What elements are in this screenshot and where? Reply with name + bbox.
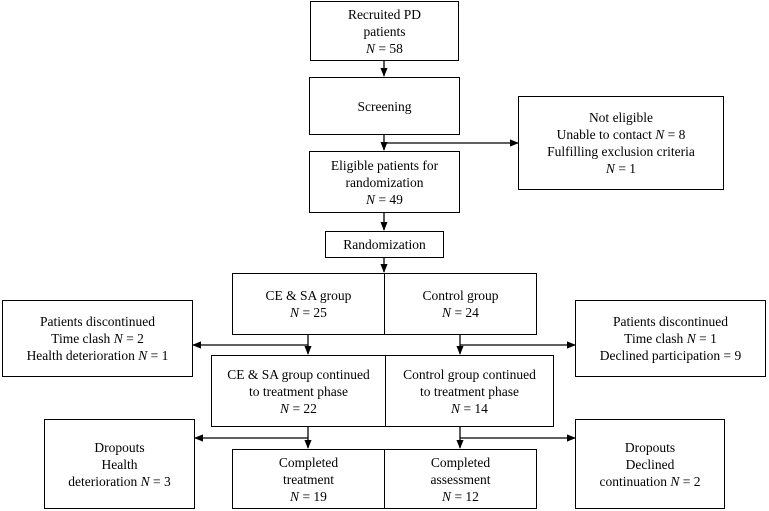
left-dropouts-box: Dropouts Health deterioration N = 3 bbox=[44, 419, 195, 509]
cesa-continued-line2: to treatment phase bbox=[249, 383, 348, 399]
not-eligible-exclusion: Fulfilling exclusion criteria bbox=[547, 144, 695, 159]
left-discontinued-title: Patients discontinued bbox=[39, 314, 156, 329]
control-group-label: Control group bbox=[422, 288, 499, 303]
left-discontinued-time-clash: Time clash N = 2 bbox=[51, 331, 144, 346]
right-dropouts-title: Dropouts bbox=[624, 439, 676, 455]
cesa-continued-count: N = 22 bbox=[280, 400, 317, 416]
recruited-line2: patients bbox=[363, 23, 406, 39]
control-group-count: N = 24 bbox=[442, 305, 479, 320]
eligible-count: N = 49 bbox=[366, 191, 403, 207]
left-discontinued-box: Patients discontinued Time clash N = 2 H… bbox=[2, 300, 193, 377]
right-dropouts-line2: Declined bbox=[625, 456, 675, 472]
eligible-line1: Eligible patients for bbox=[330, 157, 439, 173]
right-discontinued-time-clash: Time clash N = 1 bbox=[624, 331, 717, 346]
left-dropouts-line3: deterioration N = 3 bbox=[68, 473, 171, 489]
control-completed-line1: Completed bbox=[430, 454, 491, 470]
control-continued-line1: Control group continued bbox=[403, 366, 536, 382]
screening-label: Screening bbox=[357, 98, 412, 114]
right-discontinued-box: Patients discontinued Time clash N = 1 D… bbox=[575, 300, 766, 377]
not-eligible-title: Not eligible bbox=[588, 110, 654, 125]
randomization-label: Randomization bbox=[343, 237, 426, 252]
cesa-continued-box: CE & SA group continued to treatment pha… bbox=[211, 355, 386, 427]
eligible-line2: randomization bbox=[345, 174, 424, 190]
right-discontinued-title: Patients discontinued bbox=[612, 314, 729, 329]
eligible-box: Eligible patients for randomization N = … bbox=[309, 151, 460, 213]
control-group-box: Control group N = 24 bbox=[384, 273, 537, 335]
right-discontinued-declined: Declined participation = 9 bbox=[599, 348, 742, 363]
control-completed-box: Completed assessment N = 12 bbox=[384, 449, 537, 509]
cesa-completed-line1: Completed bbox=[278, 454, 339, 470]
cesa-continued-line1: CE & SA group continued bbox=[227, 366, 370, 382]
control-continued-box: Control group continued to treatment pha… bbox=[385, 355, 554, 427]
screening-box: Screening bbox=[309, 77, 460, 135]
cesa-completed-count: N = 19 bbox=[290, 488, 327, 504]
left-dropouts-title: Dropouts bbox=[94, 439, 145, 455]
control-continued-line2: to treatment phase bbox=[420, 383, 519, 399]
left-discontinued-health: Health deterioration N = 1 bbox=[26, 348, 169, 363]
not-eligible-unable-contact: Unable to contact N = 8 bbox=[556, 127, 686, 142]
recruited-line1: Recruited PD bbox=[347, 6, 422, 22]
cesa-group-box: CE & SA group N = 25 bbox=[232, 273, 385, 335]
right-dropouts-line3: continuation N = 2 bbox=[599, 473, 701, 489]
cesa-group-label: CE & SA group bbox=[265, 288, 352, 303]
recruited-box: Recruited PD patients N = 58 bbox=[310, 1, 459, 61]
control-completed-count: N = 12 bbox=[442, 488, 479, 504]
cesa-group-count: N = 25 bbox=[290, 305, 327, 320]
recruited-count: N = 58 bbox=[366, 40, 403, 56]
left-dropouts-line2: Health bbox=[101, 456, 138, 472]
cesa-completed-box: Completed treatment N = 19 bbox=[232, 449, 385, 509]
cesa-completed-line2: treatment bbox=[283, 471, 334, 487]
control-continued-count: N = 14 bbox=[451, 400, 488, 416]
control-completed-line2: assessment bbox=[430, 471, 491, 487]
right-dropouts-box: Dropouts Declined continuation N = 2 bbox=[575, 419, 725, 509]
not-eligible-exclusion-count: N = 1 bbox=[605, 161, 637, 176]
not-eligible-box: Not eligible Unable to contact N = 8 Ful… bbox=[518, 96, 724, 190]
randomization-box: Randomization bbox=[325, 231, 444, 258]
